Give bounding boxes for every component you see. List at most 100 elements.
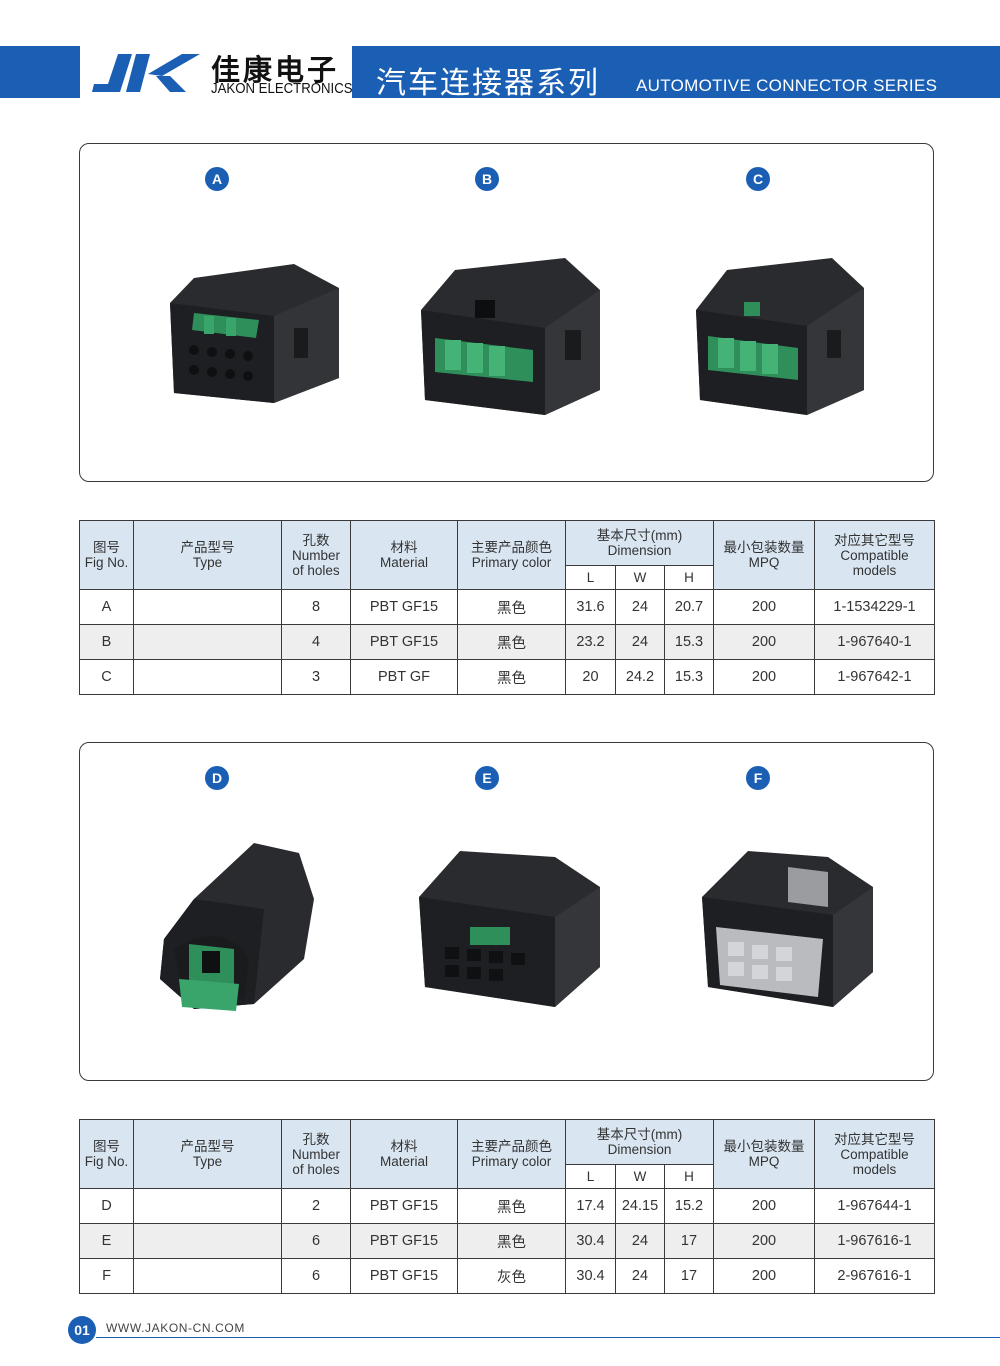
cell-h: 17 bbox=[664, 1258, 714, 1294]
col-l-header: L bbox=[565, 1164, 616, 1189]
cell-l: 30.4 bbox=[565, 1258, 616, 1294]
cell-w: 24 bbox=[615, 1223, 665, 1259]
cell-h: 17 bbox=[664, 1223, 714, 1259]
cell-material: PBT GF15 bbox=[350, 624, 458, 660]
brand-name-en: JAKON ELECTRONICS bbox=[211, 80, 353, 97]
website-link[interactable]: WWW.JAKON-CN.COM bbox=[106, 1321, 245, 1335]
cell-l: 30.4 bbox=[565, 1223, 616, 1259]
cell-color: 黑色 bbox=[457, 589, 566, 625]
cell-holes: 8 bbox=[281, 589, 351, 625]
fig-badge-a: A bbox=[205, 167, 229, 191]
cell-type bbox=[133, 589, 282, 625]
fig-badge-d: D bbox=[205, 766, 229, 790]
cell-color: 黑色 bbox=[457, 624, 566, 660]
cell-mpq: 200 bbox=[713, 624, 815, 660]
cell-type bbox=[133, 1258, 282, 1294]
cell-h: 20.7 bbox=[664, 589, 714, 625]
cell-w: 24 bbox=[615, 1258, 665, 1294]
cell-type bbox=[133, 624, 282, 660]
col-h-header: H bbox=[664, 1164, 714, 1189]
cell-fig: D bbox=[79, 1188, 134, 1224]
col-dimension-header: 基本尺寸(mm)Dimension bbox=[565, 520, 714, 566]
cell-mpq: 200 bbox=[713, 1223, 815, 1259]
cell-material: PBT GF15 bbox=[350, 1223, 458, 1259]
product-photo-panel-1: A B C bbox=[79, 143, 934, 482]
cell-mpq: 200 bbox=[713, 659, 815, 695]
connector-e-image bbox=[419, 851, 600, 1007]
brand-name-cn: 佳康电子 bbox=[211, 53, 340, 87]
header-bar-right bbox=[352, 46, 1000, 98]
connector-a-image bbox=[170, 264, 339, 403]
cell-fig: E bbox=[79, 1223, 134, 1259]
cell-material: PBT GF15 bbox=[350, 1258, 458, 1294]
product-photo-panel-2: D E F bbox=[79, 742, 934, 1081]
cell-material: PBT GF15 bbox=[350, 1188, 458, 1224]
cell-h: 15.2 bbox=[664, 1188, 714, 1224]
cell-fig: A bbox=[79, 589, 134, 625]
cell-type bbox=[133, 1188, 282, 1224]
cell-w: 24 bbox=[615, 589, 665, 625]
fig-badge-e: E bbox=[475, 766, 499, 790]
cell-holes: 6 bbox=[281, 1223, 351, 1259]
cell-fig: C bbox=[79, 659, 134, 695]
cell-color: 黑色 bbox=[457, 1223, 566, 1259]
series-title-cn: 汽车连接器系列 bbox=[376, 66, 600, 101]
cell-holes: 3 bbox=[281, 659, 351, 695]
col-dimension-header: 基本尺寸(mm)Dimension bbox=[565, 1119, 714, 1165]
cell-l: 17.4 bbox=[565, 1188, 616, 1224]
cell-l: 31.6 bbox=[565, 589, 616, 625]
cell-h: 15.3 bbox=[664, 624, 714, 660]
cell-l: 23.2 bbox=[565, 624, 616, 660]
cell-compat: 1-967642-1 bbox=[814, 659, 935, 695]
col-h-header: H bbox=[664, 565, 714, 590]
cell-color: 黑色 bbox=[457, 1188, 566, 1224]
cell-color: 黑色 bbox=[457, 659, 566, 695]
fig-badge-c: C bbox=[746, 167, 770, 191]
connector-c-image bbox=[696, 258, 864, 415]
cell-holes: 4 bbox=[281, 624, 351, 660]
fig-badge-b: B bbox=[475, 167, 499, 191]
cell-h: 15.3 bbox=[664, 659, 714, 695]
footer-rule bbox=[96, 1337, 1000, 1338]
cell-holes: 2 bbox=[281, 1188, 351, 1224]
cell-type bbox=[133, 659, 282, 695]
connector-d-image bbox=[160, 843, 314, 1011]
page-number: 01 bbox=[68, 1316, 96, 1344]
cell-compat: 2-967616-1 bbox=[814, 1258, 935, 1294]
col-w-header: W bbox=[615, 1164, 665, 1189]
col-w-header: W bbox=[615, 565, 665, 590]
cell-w: 24.15 bbox=[615, 1188, 665, 1224]
cell-compat: 1-967644-1 bbox=[814, 1188, 935, 1224]
cell-compat: 1-967640-1 bbox=[814, 624, 935, 660]
cell-w: 24 bbox=[615, 624, 665, 660]
cell-type bbox=[133, 1223, 282, 1259]
cell-compat: 1-967616-1 bbox=[814, 1223, 935, 1259]
fig-badge-f: F bbox=[746, 766, 770, 790]
header-bar-left bbox=[0, 46, 80, 98]
cell-fig: F bbox=[79, 1258, 134, 1294]
cell-mpq: 200 bbox=[713, 1258, 815, 1294]
connector-f-image bbox=[702, 851, 873, 1007]
jk-logo bbox=[92, 54, 200, 92]
cell-material: PBT GF15 bbox=[350, 589, 458, 625]
